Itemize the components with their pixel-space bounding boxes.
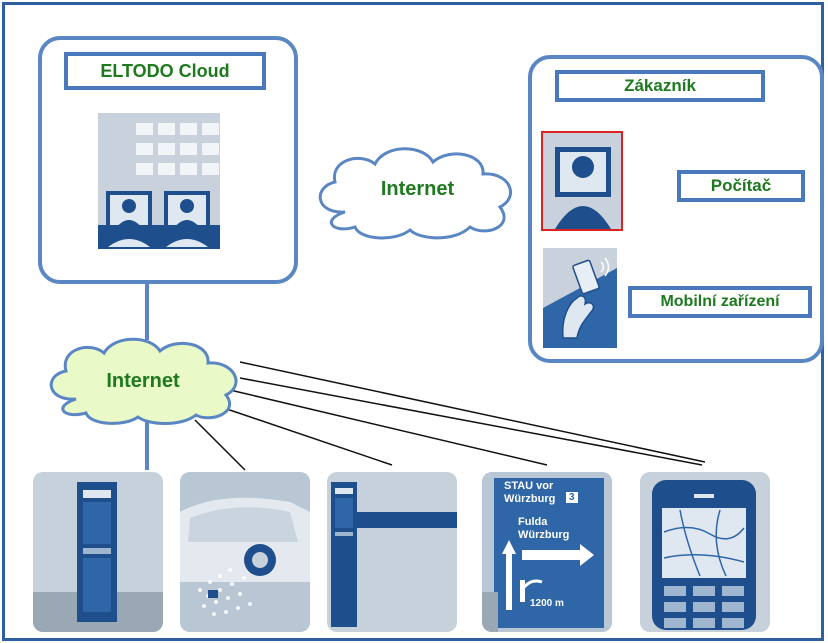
eltodo-cloud-title: ELTODO Cloud xyxy=(64,52,266,90)
mobile-label: Mobilní zařízení xyxy=(628,286,812,318)
sign-destination-2: Würzburg xyxy=(518,529,570,541)
customer-title: Zákazník xyxy=(555,70,765,102)
sign-distance: 1200 m xyxy=(530,598,564,609)
computer-user-icon xyxy=(541,131,623,231)
data-center-illustration xyxy=(98,113,220,249)
internet-label-middle: Internet xyxy=(380,178,455,200)
link-internet-to-tile-5b xyxy=(239,361,706,463)
tile-traffic-sign: STAU vor Würzburg 3 Fulda Würzburg 1200 … xyxy=(482,472,612,632)
tile-vehicle-sensor xyxy=(180,472,310,632)
internet-label-bottom: Internet xyxy=(106,370,180,392)
internet-cloud-middle xyxy=(318,147,512,240)
sign-destination-1: Fulda xyxy=(518,516,548,528)
link-internet-to-tile-4 xyxy=(229,389,548,466)
tile-ticket-machine xyxy=(33,472,163,632)
internet-cloud-bottom xyxy=(49,337,238,425)
mobile-hand-icon xyxy=(543,248,617,348)
tile-mobile-map xyxy=(640,472,770,632)
link-internet-to-tile-3 xyxy=(214,404,393,466)
computer-label: Počítač xyxy=(677,170,805,202)
sign-line-1: STAU vor xyxy=(504,480,554,492)
sign-route-number: 3 xyxy=(566,492,578,503)
sign-line-2: Würzburg xyxy=(504,493,556,505)
link-internet-to-tile-5 xyxy=(239,377,703,466)
tile-barrier-gate xyxy=(327,472,457,632)
link-internet-to-tile-2 xyxy=(194,419,246,471)
